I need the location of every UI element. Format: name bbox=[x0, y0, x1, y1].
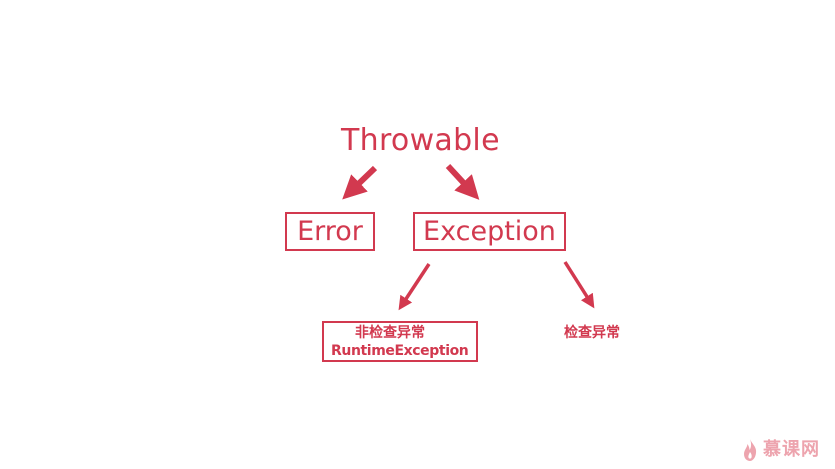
arrow-exception-to-checked bbox=[563, 261, 595, 309]
node-runtime-exception-label: RuntimeException bbox=[331, 343, 469, 359]
node-checked-exception: 检查异常 bbox=[564, 325, 620, 341]
watermark: 慕课网 bbox=[741, 437, 820, 463]
arrow-exception-to-unchecked bbox=[398, 263, 431, 311]
node-error: Error bbox=[285, 212, 375, 251]
node-exception: Exception bbox=[413, 212, 566, 251]
node-error-label: Error bbox=[297, 216, 363, 247]
node-unchecked-title: 非检查异常 bbox=[355, 325, 425, 341]
arrow-throwable-to-exception bbox=[445, 163, 480, 200]
node-throwable: Throwable bbox=[341, 123, 500, 158]
arrow-throwable-to-error bbox=[342, 165, 378, 200]
node-exception-label: Exception bbox=[423, 216, 556, 247]
watermark-text: 慕课网 bbox=[763, 439, 820, 460]
flame-logo-icon bbox=[744, 439, 757, 461]
node-unchecked-exception: 非检查异常 RuntimeException bbox=[322, 321, 478, 362]
